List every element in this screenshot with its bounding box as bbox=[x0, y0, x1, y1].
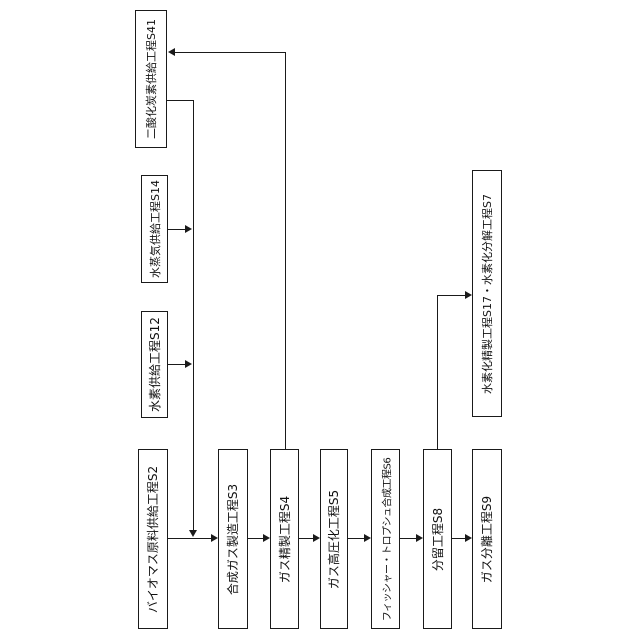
arrowhead-hydrogen-icon bbox=[185, 360, 192, 368]
line-pressurization-to-ft bbox=[348, 538, 364, 539]
line-branch-horizontal bbox=[437, 295, 465, 296]
arrowhead-steam-icon bbox=[185, 225, 192, 233]
node-label: フィッシャー・トロプシュ合成工程S6 bbox=[382, 457, 394, 621]
node-label: バイオマス原料供給工程S2 bbox=[146, 465, 161, 613]
line-syngas-to-purification bbox=[248, 538, 263, 539]
node-label: 水素化精製工程S17・水素化分解工程S7 bbox=[481, 193, 494, 394]
node-label: ガス高圧化工程S5 bbox=[327, 489, 342, 589]
node-label: ガス精製工程S4 bbox=[278, 495, 293, 583]
line-recycle-horizontal bbox=[175, 52, 285, 53]
line-fractionation-to-separation bbox=[452, 538, 465, 539]
arrowhead-feed-into-main-icon bbox=[189, 530, 197, 537]
line-branch-vertical bbox=[437, 295, 438, 449]
line-steam-output bbox=[168, 229, 189, 230]
arrowhead-to-syngas-icon bbox=[211, 534, 218, 542]
line-feed-collector bbox=[193, 100, 194, 530]
node-hydrotreating-hydrocracking: 水素化精製工程S17・水素化分解工程S7 bbox=[472, 170, 502, 417]
node-label: 合成ガス製造工程S3 bbox=[226, 483, 241, 595]
line-ft-to-fractionation bbox=[400, 538, 416, 539]
line-recycle-vertical bbox=[285, 52, 286, 449]
node-biomass-feed-supply: バイオマス原料供給工程S2 bbox=[138, 449, 168, 629]
node-label: ガス分離工程S9 bbox=[480, 495, 495, 583]
arrowhead-to-separation-icon bbox=[465, 534, 472, 542]
node-ft-synthesis: フィッシャー・トロプシュ合成工程S6 bbox=[371, 449, 400, 629]
node-label: 二酸化炭素供給工程S41 bbox=[145, 19, 159, 139]
node-steam-supply: 水蒸気供給工程S14 bbox=[141, 175, 168, 283]
arrowhead-to-fractionation-icon bbox=[416, 534, 423, 542]
arrowhead-to-purification-icon bbox=[263, 534, 270, 542]
line-co2-output bbox=[167, 100, 194, 101]
node-gas-pressurization: ガス高圧化工程S5 bbox=[320, 449, 348, 629]
line-hydrogen-output bbox=[168, 364, 189, 365]
line-biomass-to-syngas bbox=[168, 538, 211, 539]
line-purification-to-pressurization bbox=[299, 538, 313, 539]
node-label: 水素供給工程S12 bbox=[148, 317, 163, 412]
node-syngas-production: 合成ガス製造工程S3 bbox=[218, 449, 248, 629]
arrowhead-to-pressurization-icon bbox=[313, 534, 320, 542]
node-gas-purification: ガス精製工程S4 bbox=[270, 449, 299, 629]
node-hydrogen-supply: 水素供給工程S12 bbox=[141, 311, 168, 418]
node-label: 分留工程S8 bbox=[431, 507, 446, 571]
node-fractionation: 分留工程S8 bbox=[423, 449, 452, 629]
arrowhead-recycle-into-co2-icon bbox=[168, 48, 175, 56]
arrowhead-to-hydrotreating-icon bbox=[465, 291, 472, 299]
node-co2-supply: 二酸化炭素供給工程S41 bbox=[135, 10, 167, 148]
node-label: 水蒸気供給工程S14 bbox=[148, 180, 162, 278]
node-gas-separation: ガス分離工程S9 bbox=[472, 449, 502, 629]
arrowhead-to-ft-icon bbox=[364, 534, 371, 542]
